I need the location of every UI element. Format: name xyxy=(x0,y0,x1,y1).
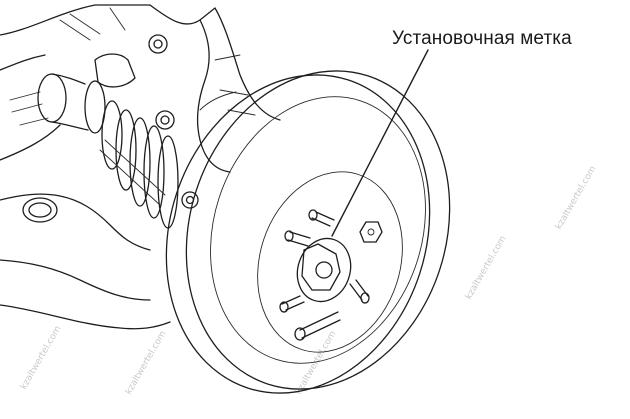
brake-disc xyxy=(165,70,451,394)
watermark-text: kzaltwertel.com xyxy=(124,329,169,396)
watermark-text: kzaltwertel.com xyxy=(19,324,64,391)
wheel-hub xyxy=(279,209,383,341)
watermark-text: kzaltwertel.com xyxy=(554,164,599,231)
watermark-text: kzaltwertel.com xyxy=(464,234,509,301)
timing-mark-label: Установочная метка xyxy=(392,28,572,49)
watermark-layer: kzaltwertel.com kzaltwertel.com kzaltwer… xyxy=(19,164,599,396)
steering-knuckle xyxy=(0,4,281,330)
cv-joint-boot xyxy=(37,73,179,229)
callout-leader xyxy=(331,49,429,237)
